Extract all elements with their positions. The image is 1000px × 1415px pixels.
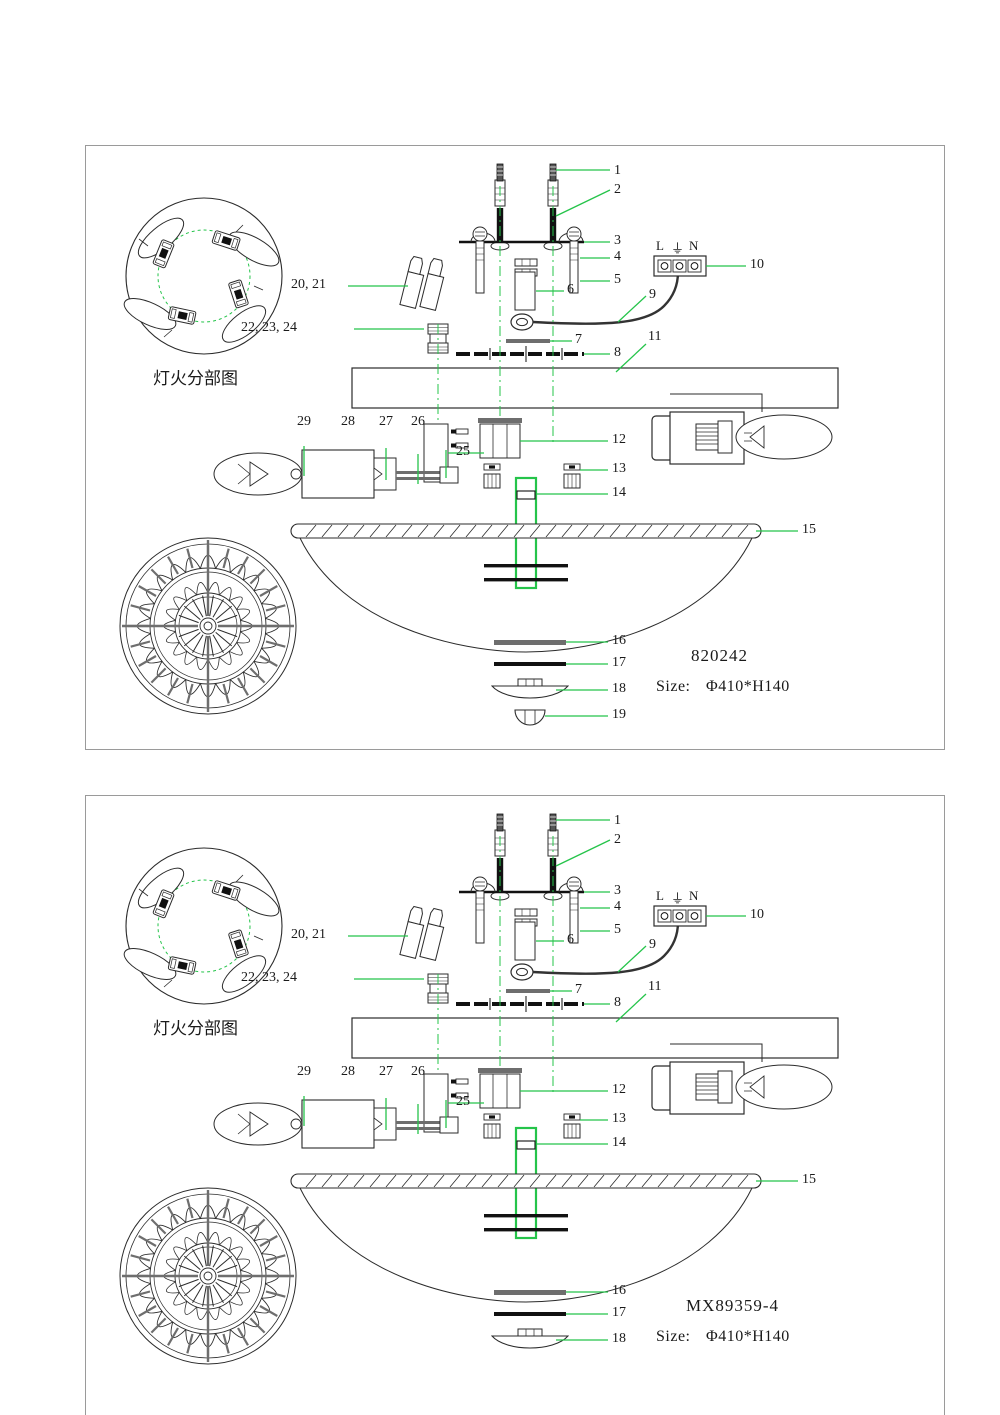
leader-lines-2	[303, 819, 798, 1341]
callout-9: 9	[649, 937, 656, 952]
callout-8: 8	[614, 345, 621, 360]
connector-parts-20-21-b	[399, 905, 445, 961]
detail-caption: 灯火分部图	[153, 369, 238, 389]
size-value: Φ410*H140	[706, 678, 790, 695]
terminal-block	[653, 255, 707, 277]
callout-7: 7	[575, 332, 582, 347]
callout-4: 4	[614, 899, 621, 914]
leader-lines	[303, 169, 798, 717]
mounting-bar	[351, 367, 839, 409]
callout-20-21: 20, 21	[291, 277, 326, 292]
callout-25: 25	[456, 1094, 470, 1109]
size-label: Size:	[656, 1328, 691, 1345]
detail-caption: 灯火分部图	[153, 1019, 238, 1039]
callout-16: 16	[612, 633, 626, 648]
callout-3: 3	[614, 233, 621, 248]
callout-28: 28	[341, 414, 355, 429]
callout-10: 10	[750, 257, 764, 272]
callout-6: 6	[567, 932, 574, 947]
decorative-rosette-2	[119, 1187, 297, 1365]
callout-11: 11	[648, 979, 662, 994]
panel-2-drawing	[119, 813, 839, 1365]
decorative-rosette	[119, 537, 297, 715]
callout-18: 18	[612, 681, 626, 696]
callout-17: 17	[612, 655, 626, 670]
callout-15: 15	[802, 522, 816, 537]
callout-10: 10	[750, 907, 764, 922]
assembly-panel-2: 1 2 3 4 5 6 7 8 9 10 11 12 13 14 15 16 1…	[85, 795, 945, 1415]
callout-4: 4	[614, 249, 621, 264]
size-label: Size:	[656, 678, 691, 695]
callout-2: 2	[614, 182, 621, 197]
earth-wire	[510, 271, 680, 331]
lower-parts-row	[213, 393, 833, 499]
callout-29: 29	[297, 414, 311, 429]
callout-29: 29	[297, 1064, 311, 1079]
panel-1-drawing	[119, 163, 839, 726]
mounting-hardware-group	[456, 163, 680, 362]
callout-5: 5	[614, 272, 621, 287]
lower-parts-row-2	[213, 1043, 833, 1149]
terminal-label-l: L	[656, 238, 666, 253]
earth-symbol-icon: ⏚	[671, 241, 687, 256]
callout-22-23-24: 22, 23, 24	[241, 320, 297, 335]
callout-7: 7	[575, 982, 582, 997]
callout-9: 9	[649, 287, 656, 302]
callout-26: 26	[411, 1064, 425, 1079]
callout-26: 26	[411, 414, 425, 429]
callout-14: 14	[612, 485, 626, 500]
terminal-block-2	[653, 905, 707, 927]
callout-20-21: 20, 21	[291, 927, 326, 942]
lamp-distribution-detail	[123, 197, 283, 355]
callout-12: 12	[612, 432, 626, 447]
spacer-part	[514, 271, 536, 311]
callout-19: 19	[612, 707, 626, 722]
diffuser-bowl	[290, 523, 762, 653]
callout-13: 13	[612, 461, 626, 476]
callout-13: 13	[612, 1111, 626, 1126]
terminal-label-l: L	[656, 888, 666, 903]
callout-1: 1	[614, 813, 621, 828]
small-parts-16-18-b	[490, 1290, 570, 1349]
callout-16: 16	[612, 1283, 626, 1298]
callout-28: 28	[341, 1064, 355, 1079]
small-parts-16-19	[490, 640, 570, 726]
callout-17: 17	[612, 1305, 626, 1320]
mounting-hardware-group-2	[456, 813, 680, 1012]
callout-6: 6	[567, 282, 574, 297]
connector-parts-20-21	[399, 255, 445, 311]
lamp-distribution-detail-2	[123, 847, 283, 1005]
assembly-panel-1: 1 2 3 4 5 6 7 8 9 10 11 12 13 14 15 16 1…	[85, 145, 945, 750]
callout-11: 11	[648, 329, 662, 344]
callout-27: 27	[379, 1064, 393, 1079]
terminal-label-n: N	[689, 238, 701, 253]
diffuser-bowl-2	[290, 1173, 762, 1303]
size-value: Φ410*H140	[706, 1328, 790, 1345]
callout-18: 18	[612, 1331, 626, 1346]
callout-8: 8	[614, 995, 621, 1010]
callout-22-23-24: 22, 23, 24	[241, 970, 297, 985]
callout-5: 5	[614, 922, 621, 937]
product-code: 820242	[691, 646, 748, 665]
callout-1: 1	[614, 163, 621, 178]
callout-27: 27	[379, 414, 393, 429]
callout-2: 2	[614, 832, 621, 847]
callout-14: 14	[612, 1135, 626, 1150]
callout-25: 25	[456, 444, 470, 459]
mounting-bar-2	[351, 1017, 839, 1059]
callout-12: 12	[612, 1082, 626, 1097]
callout-3: 3	[614, 883, 621, 898]
product-code: MX89359-4	[686, 1296, 780, 1315]
callout-15: 15	[802, 1172, 816, 1187]
terminal-label-n: N	[689, 888, 701, 903]
earth-symbol-icon: ⏚	[671, 891, 687, 906]
